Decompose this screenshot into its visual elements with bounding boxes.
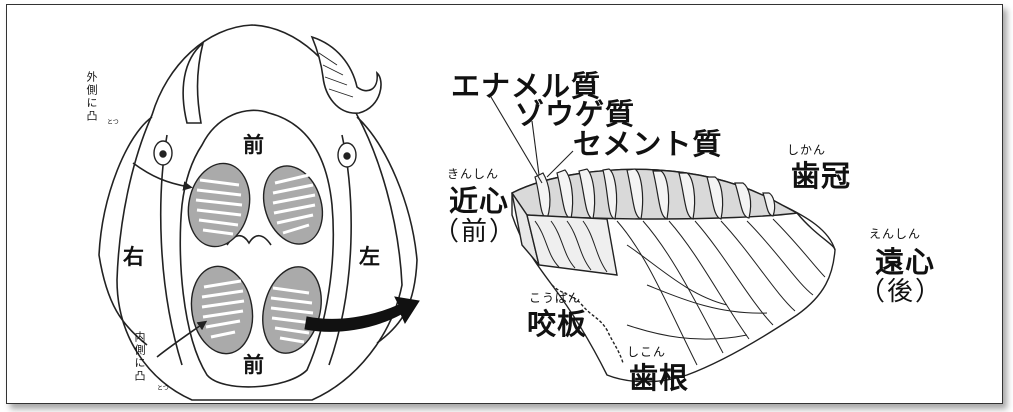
outer-convex-label: 外側に凸 <box>85 71 98 123</box>
inner-convex-ruby: とつ <box>157 383 169 392</box>
root-label: 歯根 <box>629 355 689 397</box>
right-label: 右 <box>123 241 144 271</box>
crown-label: 歯冠 <box>791 153 851 195</box>
cement-label: セメント質 <box>573 121 722 163</box>
inner-convex-label: 内側に凸 <box>133 331 146 383</box>
figure-frame: 外側に凸 とつ 内側に凸 とつ 前 前 右 左 エナメル質 ゾウゲ質 セメント質… <box>6 4 1003 404</box>
outer-convex-note: 外側に凸 <box>85 71 111 123</box>
inner-convex-note: 内側に凸 <box>133 331 159 383</box>
outer-convex-ruby: とつ <box>107 117 119 126</box>
molar-upper-right <box>254 158 332 251</box>
mesial-sub-label: （前） <box>433 211 517 248</box>
front-bottom-label: 前 <box>243 349 264 379</box>
front-top-label: 前 <box>243 129 264 159</box>
occlusal-label: 咬板 <box>527 301 587 343</box>
tusks <box>183 37 381 123</box>
distal-sub-label: （後） <box>859 271 943 308</box>
inner-convex-arrow <box>157 323 204 357</box>
molar-lower-right <box>254 261 330 360</box>
left-label: 左 <box>359 241 380 271</box>
molar-lower-left <box>185 261 259 358</box>
detail-arrow-icon <box>305 297 419 331</box>
molar-detail <box>512 169 835 382</box>
